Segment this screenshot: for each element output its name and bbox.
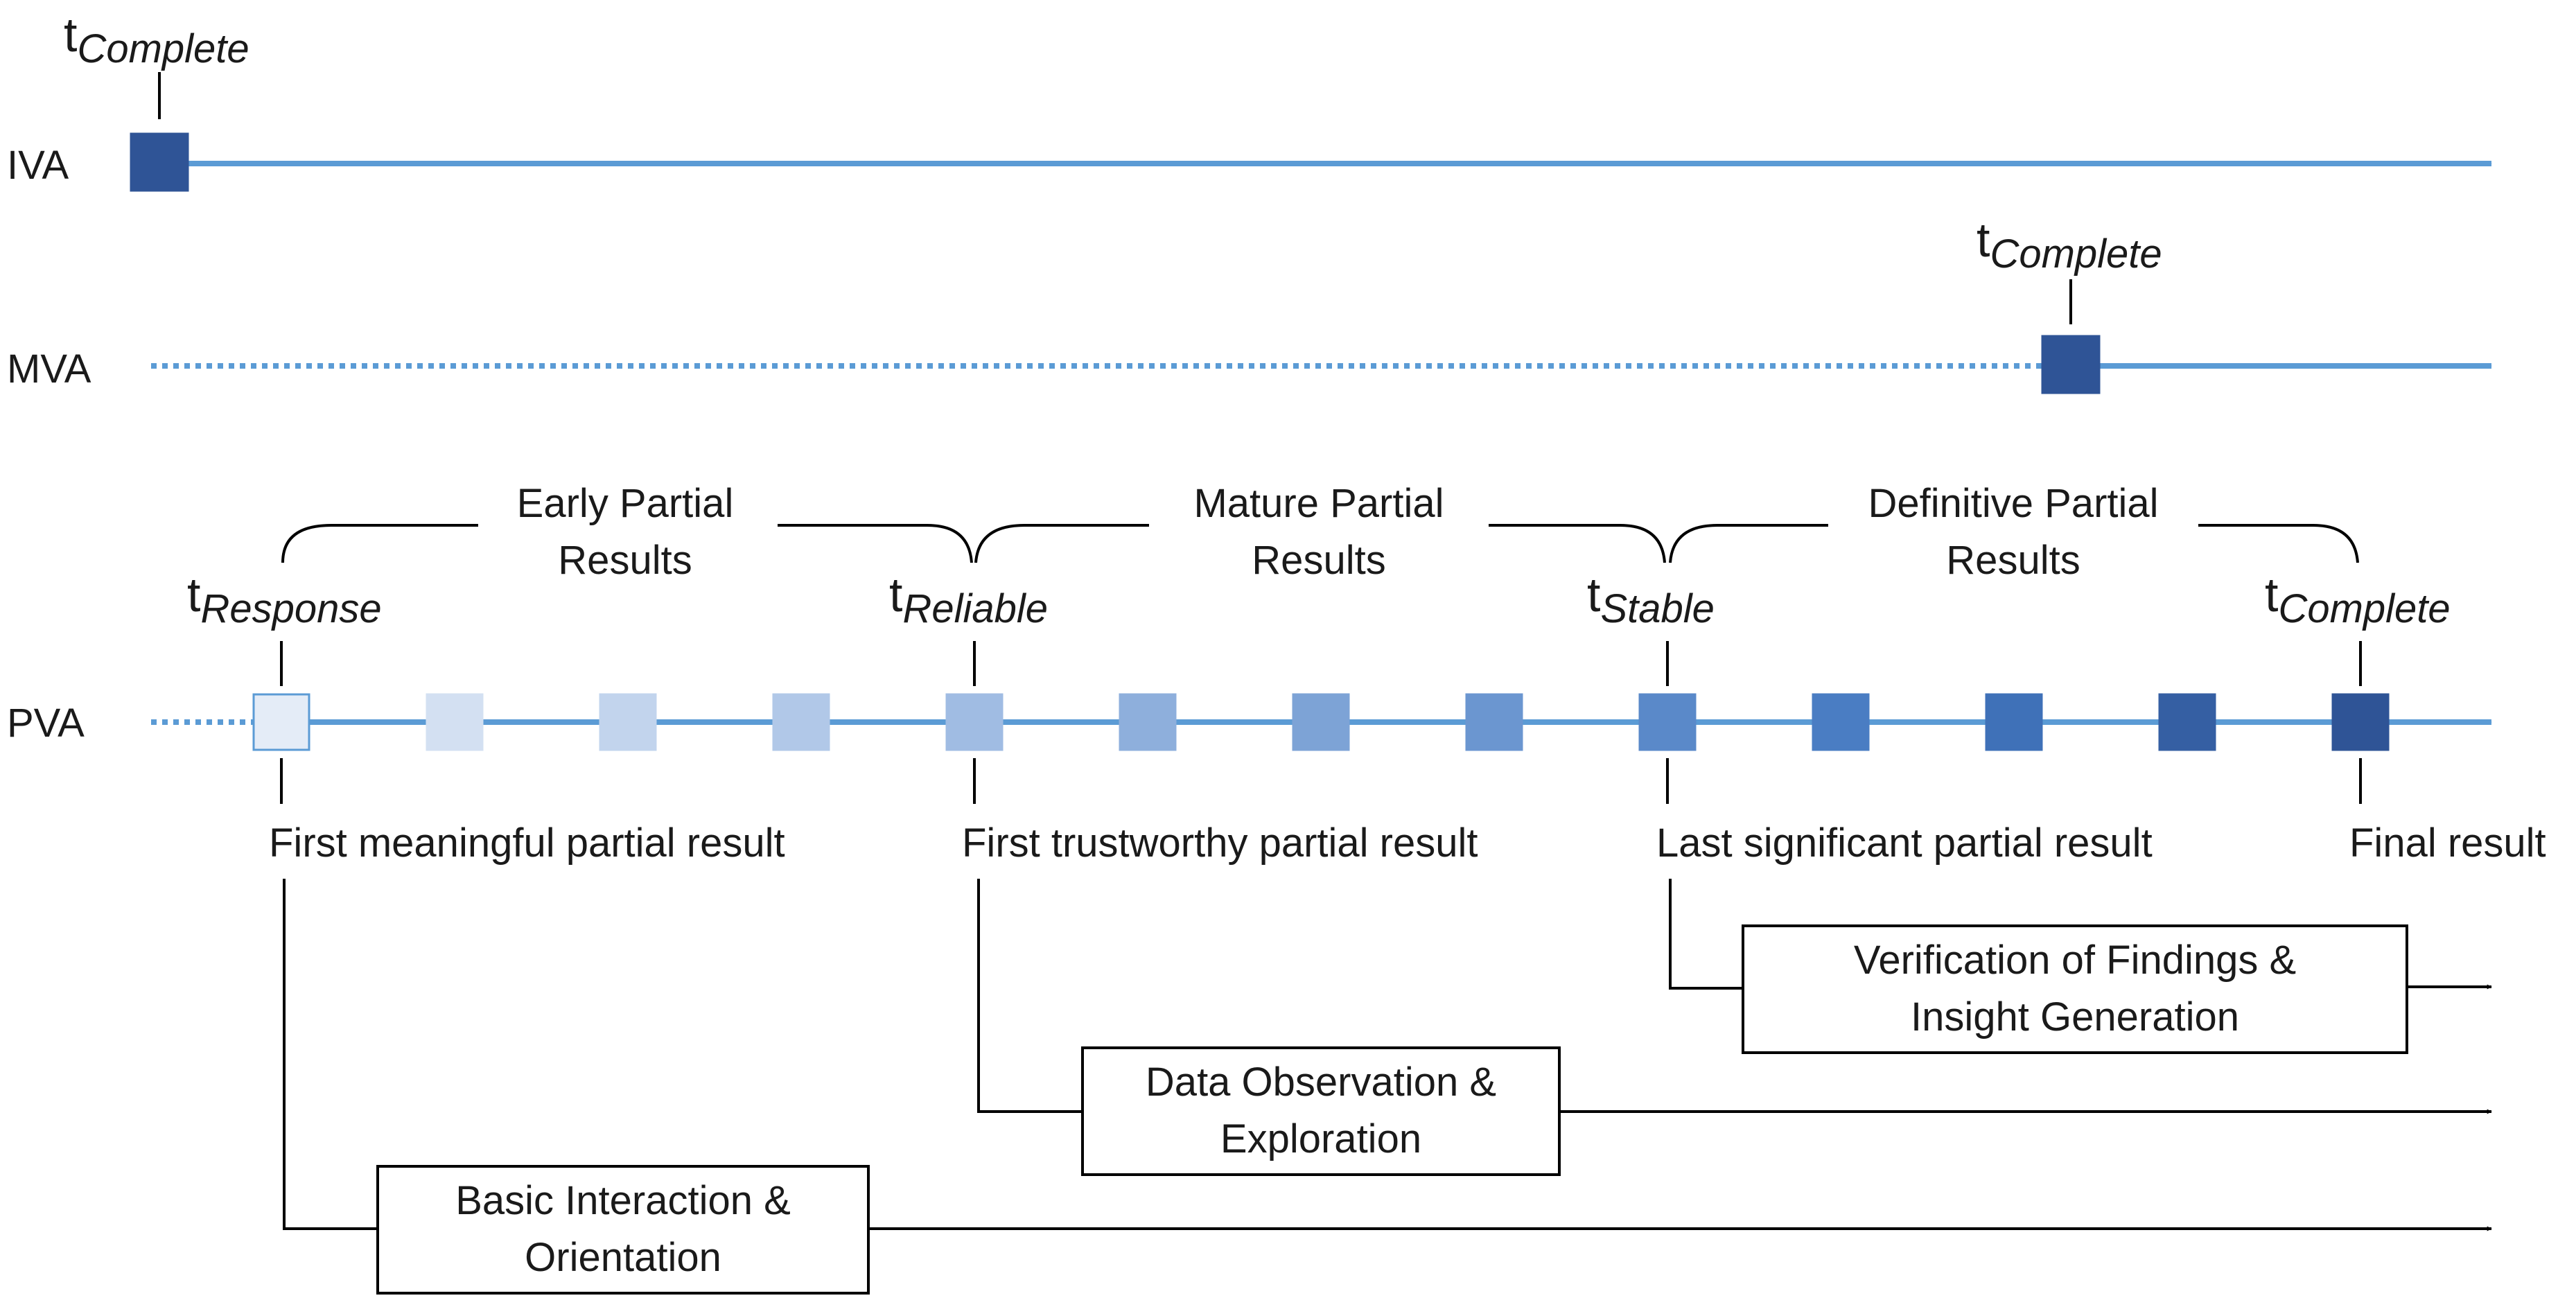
verification-box — [1742, 924, 2408, 1054]
response-milestone-label: tResponse — [187, 568, 382, 631]
response-milestone-description: First meaningful partial result — [269, 821, 785, 866]
mva-complete-label: tComplete — [1977, 213, 2162, 277]
pva-milestone-ticks — [280, 641, 2362, 804]
reliable-milestone-label: tReliable — [889, 568, 1048, 631]
mature-phase-brace-right — [1489, 524, 1666, 563]
mva-row-label: MVA — [7, 347, 91, 392]
pva-partial-result-marker — [945, 693, 1004, 751]
exploration-box-line1: Data Observation & — [1146, 1060, 1496, 1105]
pva-partial-result-marker — [1292, 693, 1350, 751]
early-phase-brace-left — [281, 524, 478, 563]
pva-partial-result-marker — [426, 693, 484, 751]
orientation-box — [376, 1165, 870, 1295]
verification-box-line1: Verification of Findings & — [1854, 938, 2296, 983]
reliable-milestone-description: First trustworthy partial result — [962, 821, 1478, 866]
orientation-box-line2: Orientation — [525, 1235, 721, 1280]
pva-partial-result-marker — [1119, 693, 1177, 751]
pva-partial-result-marker — [1985, 693, 2043, 751]
complete-milestone-description: Final result — [2349, 821, 2546, 866]
phase-braces — [281, 524, 2359, 563]
pva-partial-result-marker — [1812, 693, 1870, 751]
orientation-connector — [283, 879, 378, 1230]
orientation-box-line1: Basic Interaction & — [455, 1178, 791, 1223]
verification-connector — [1669, 879, 1743, 990]
definitive-phase-brace-left — [1669, 524, 1828, 563]
exploration-box-line2: Exploration — [1220, 1116, 1421, 1161]
verification-box-line2: Insight Generation — [1911, 994, 2239, 1040]
mature-phase-label-line1: Mature Partial — [1193, 481, 1444, 526]
pva-partial-result-marker — [599, 693, 657, 751]
definitive-phase-label-line1: Definitive Partial — [1868, 481, 2158, 526]
stable-milestone-label: tStable — [1587, 568, 1715, 631]
pva-row-label: PVA — [7, 701, 85, 746]
pva-row: PVA — [7, 568, 2546, 866]
early-phase-label-line2: Results — [558, 538, 692, 583]
iva-complete-label: tComplete — [64, 8, 249, 71]
iva-row-label: IVA — [7, 143, 69, 188]
activity-flows — [283, 879, 2492, 1231]
pva-partial-result-marker — [1465, 693, 1523, 751]
iva-row: IVA tComplete — [7, 8, 2492, 192]
stable-milestone-description: Last significant partial result — [1656, 821, 2153, 866]
definitive-phase-label-line2: Results — [1946, 538, 2080, 583]
activity-boxes: Verification of Findings & Insight Gener… — [376, 924, 2408, 1295]
exploration-box — [1081, 1046, 1561, 1176]
phase-labels: Early Partial Results Mature Partial Res… — [517, 481, 2159, 583]
mature-phase-label-line2: Results — [1252, 538, 1385, 583]
pva-partial-result-marker — [2331, 693, 2390, 751]
pva-partial-result-marker — [1638, 693, 1697, 751]
definitive-phase-brace-right — [2198, 524, 2359, 563]
early-phase-brace-right — [778, 524, 973, 563]
pva-markers — [252, 693, 2390, 751]
mva-row: MVA tComplete — [7, 213, 2492, 394]
pva-partial-result-marker — [2158, 693, 2216, 751]
early-phase-label-line1: Early Partial — [517, 481, 734, 526]
mva-complete-marker — [2041, 335, 2101, 394]
complete-milestone-label: tComplete — [2265, 568, 2451, 631]
iva-complete-marker — [130, 132, 189, 192]
mature-phase-brace-left — [974, 524, 1149, 563]
pva-partial-result-marker — [772, 693, 830, 751]
pva-partial-result-marker — [252, 693, 310, 751]
exploration-connector — [977, 879, 1083, 1113]
